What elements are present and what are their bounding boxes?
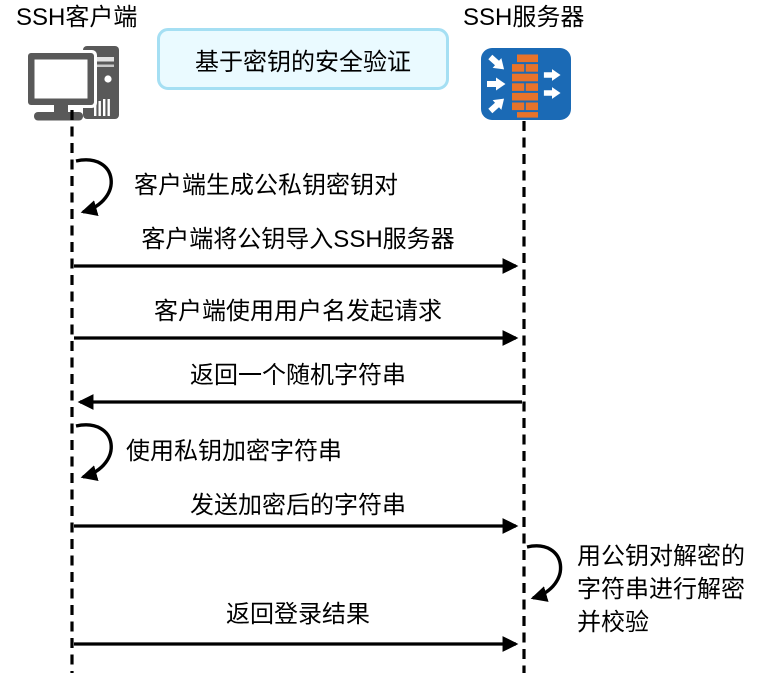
server-actor-label: SSH服务器: [463, 4, 585, 31]
firewall-icon: [481, 48, 571, 120]
self-loop-encrypt-string: [75, 423, 113, 482]
message-label-encrypt-string: 使用私钥加密字符串: [126, 438, 342, 465]
self-loop-generate-keypair: [75, 158, 113, 217]
monitor-screen: [34, 59, 88, 99]
self-loop-decrypt-verify: [526, 544, 563, 602]
client-actor-label: SSH客户端: [16, 4, 138, 31]
message-label-import-public-key: 客户端将公钥导入SSH服务器: [141, 226, 455, 253]
message-label-decrypt-verify: 用公钥对解密的字符串进行解密并校验: [577, 543, 745, 636]
message-label-username-request: 客户端使用用户名发起请求: [154, 298, 442, 325]
title-banner-text: 基于密钥的安全验证: [195, 48, 411, 76]
message-label-send-encrypted: 发送加密后的字符串: [190, 492, 406, 519]
firewall-bricks: [512, 54, 538, 118]
message-label-generate-keypair: 客户端生成公私钥密钥对: [134, 172, 398, 199]
desktop-computer-icon: [25, 46, 119, 121]
message-label-return-random-string: 返回一个随机字符串: [190, 362, 406, 389]
firewall-arrows: [487, 54, 561, 114]
message-label-return-login-result: 返回登录结果: [226, 601, 370, 628]
title-banner: 基于密钥的安全验证: [157, 28, 449, 90]
